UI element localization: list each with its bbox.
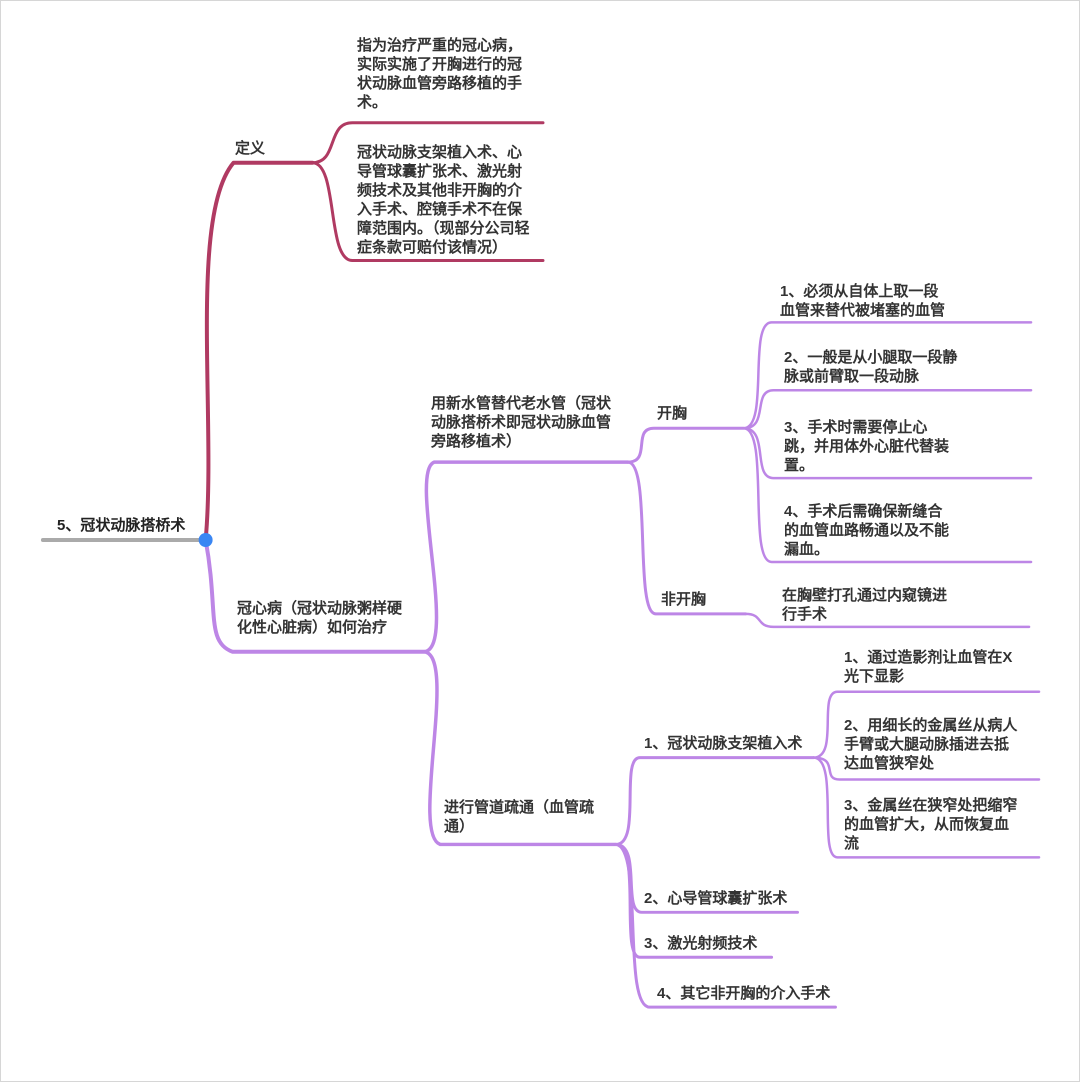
openchest-step4-node[interactable]: 4、手术后需确保新缝合的血管血路畅通以及不能漏血。 — [784, 503, 950, 558]
edge-dredge-method4 — [614, 842, 837, 1009]
edge-openchest-step2 — [742, 389, 1033, 430]
nonopenchest-note-node[interactable]: 在胸壁打孔通过内窥镜进行手术 — [782, 587, 948, 623]
openchest-node[interactable]: 开胸 — [657, 405, 688, 422]
definition-exclusions-node[interactable]: 冠状动脉支架植入术、心导管球囊扩张术、激光射频技术及其他非开胸的介入手术、腔镜手… — [357, 144, 530, 256]
stent-step1-node[interactable]: 1、通过造影剂让血管在X光下显影 — [844, 649, 1013, 685]
root-node[interactable]: 5、冠状动脉搭桥术 — [57, 517, 186, 534]
definition-summary-node[interactable]: 指为治疗严重的冠心病，实际实施了开胸进行的冠状动脉血管旁路移植的手术。 — [357, 37, 523, 111]
dredge-method3-node[interactable]: 3、激光射频技术 — [644, 935, 758, 952]
openchest-step1-node[interactable]: 1、必须从自体上取一段血管来替代被堵塞的血管 — [780, 283, 946, 319]
edge-stent-step2 — [812, 756, 1041, 781]
edge-definition-summary — [310, 121, 545, 165]
edge-root-treatment — [203, 538, 427, 654]
definition-node[interactable]: 定义 — [235, 140, 266, 157]
root-dot[interactable] — [198, 533, 213, 547]
dredge-method4-node[interactable]: 4、其它非开胸的介入手术 — [657, 985, 831, 1002]
dredge-method1-node[interactable]: 1、冠状动脉支架植入术 — [644, 735, 803, 752]
stent-step3-node[interactable]: 3、金属丝在狭窄处把缩窄的血管扩大，从而恢复血流 — [844, 797, 1018, 852]
edge-openchest-step1 — [742, 321, 1033, 430]
edge-bypass-nonopenchest — [626, 460, 748, 616]
bypass-node[interactable]: 用新水管替代老水管（冠状动脉搭桥术即冠状动脉血管旁路移植术） — [431, 395, 612, 450]
edge-openchest-step4 — [742, 426, 1033, 564]
openchest-step2-node[interactable]: 2、一般是从小腿取一段静脉或前臂取一段动脉 — [784, 349, 958, 385]
dredge-node[interactable]: 进行管道疏通（血管疏通） — [444, 799, 595, 835]
nonopenchest-node[interactable]: 非开胸 — [661, 591, 707, 608]
treatment-node[interactable]: 冠心病（冠状动脉粥样硬化性心脏病）如何治疗 — [237, 600, 403, 636]
edge-treatment-dredge — [422, 650, 618, 847]
edge-dredge-method1 — [614, 756, 815, 846]
edge-treatment-bypass — [422, 460, 630, 654]
edge-openchest-step3 — [742, 426, 1033, 480]
openchest-step3-node[interactable]: 3、手术时需要停止心跳，并用体外心脏代替装置。 — [784, 419, 950, 474]
edge-definition-exclusions — [310, 161, 545, 263]
stent-step2-node[interactable]: 2、用细长的金属丝从病人手臂或大腿动脉插进去抵达血管狭窄处 — [844, 717, 1018, 772]
edge-stent-step3 — [812, 756, 1041, 859]
dredge-method2-node[interactable]: 2、心导管球囊扩张术 — [644, 890, 788, 907]
edge-stent-step1 — [812, 690, 1041, 759]
edge-bypass-openchest — [626, 426, 746, 464]
edge-root-definition — [203, 160, 315, 542]
edge-nonopenchest-note — [744, 612, 1031, 629]
